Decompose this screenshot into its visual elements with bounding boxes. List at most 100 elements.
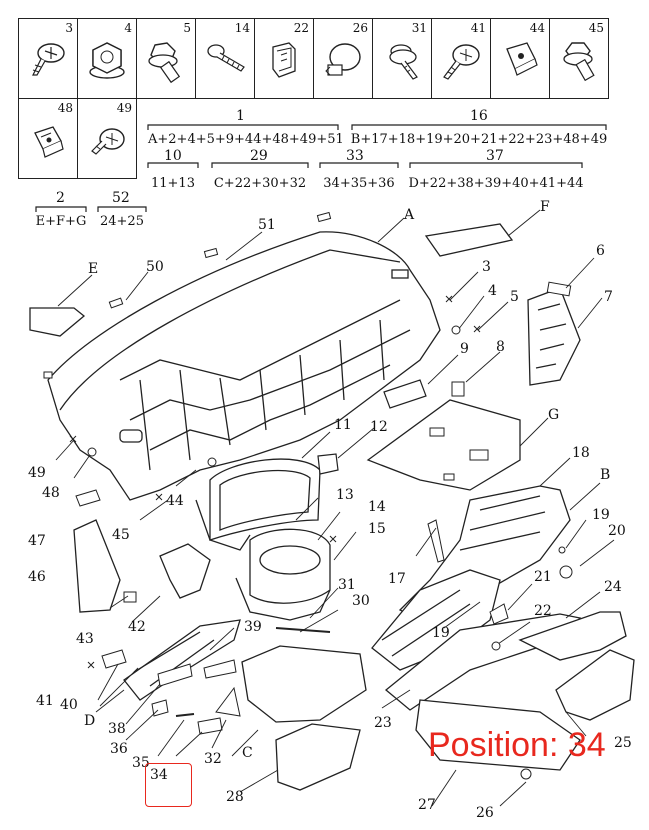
label-8: 8 <box>496 339 505 355</box>
hw-number: 5 <box>183 21 191 35</box>
part-46-shape[interactable] <box>73 519 121 613</box>
label-21: 21 <box>534 569 552 585</box>
label-19a: 19 <box>592 507 610 523</box>
part-25-shape[interactable] <box>555 649 635 721</box>
hw-number: 4 <box>124 21 132 35</box>
part-28-shape[interactable] <box>275 723 361 791</box>
part-f-shape[interactable] <box>424 223 514 257</box>
label-9: 9 <box>460 341 469 357</box>
label-12: 12 <box>370 419 388 435</box>
label-3: 3 <box>482 259 491 275</box>
hw-cell-3[interactable]: 3 <box>18 18 78 99</box>
label-13: 13 <box>336 487 354 503</box>
label-F: F <box>540 199 550 215</box>
hw-cell-4[interactable]: 4 <box>77 18 137 99</box>
part-34-shape[interactable] <box>197 717 223 735</box>
part-41-shape[interactable] <box>101 649 127 669</box>
part-35-shape[interactable] <box>175 713 195 717</box>
u-nut-clip-icon <box>506 42 538 76</box>
label-26: 26 <box>476 805 494 821</box>
dashboard-tabs <box>43 211 332 379</box>
hw-cell-22[interactable]: 22 <box>254 18 314 99</box>
column-shroud[interactable] <box>235 528 331 621</box>
part-43-shape[interactable] <box>123 591 137 603</box>
part-20-shape[interactable] <box>559 565 573 579</box>
formula-29-num: 29 <box>250 148 268 164</box>
hex-bolt-icon <box>148 42 181 84</box>
dashboard-carrier[interactable] <box>47 231 441 501</box>
hw-cell-41[interactable]: 41 <box>431 18 491 99</box>
label-G: G <box>548 407 560 423</box>
hw-number: 48 <box>57 101 73 115</box>
formula-1-text: A+2+4+5+9+44+48+49+51 <box>148 132 344 147</box>
formula-52-num: 52 <box>112 190 130 206</box>
hw-number: 14 <box>234 21 250 35</box>
part-17-shape[interactable] <box>427 519 445 563</box>
formula-33-num: 33 <box>346 148 364 164</box>
formula-10-num: 10 <box>164 148 182 164</box>
label-39: 39 <box>244 619 262 635</box>
clip-icon <box>272 42 296 78</box>
label-4: 4 <box>488 283 497 299</box>
part-38-shape[interactable] <box>157 663 193 687</box>
tapping-screw-icon <box>207 44 245 72</box>
label-20: 20 <box>608 523 626 539</box>
panel-g-holes <box>429 427 489 481</box>
label-45: 45 <box>112 527 130 543</box>
part-c-shape[interactable] <box>241 645 367 723</box>
label-36: 36 <box>110 741 128 757</box>
part-8-shape[interactable] <box>451 381 465 397</box>
part-e-shape[interactable] <box>29 307 86 337</box>
formula-29-text: C+22+30+32 <box>213 176 307 191</box>
label-41: 41 <box>36 693 54 709</box>
right-bracket[interactable] <box>527 287 581 386</box>
part-27-shape[interactable] <box>415 699 581 771</box>
hex-washer-bolt-icon <box>563 42 595 82</box>
label-48: 48 <box>42 485 60 501</box>
hw-number: 41 <box>470 21 486 35</box>
pan-screw-icon <box>32 43 65 76</box>
hw-number: 44 <box>529 21 545 35</box>
part-6-shape[interactable] <box>546 281 572 297</box>
formula-16-text: B+17+18+19+20+21+22+23+48+49 <box>350 132 608 147</box>
hw-number: 26 <box>352 21 368 35</box>
formula-33-text: 34+35+36 <box>323 176 395 191</box>
label-24: 24 <box>604 579 622 595</box>
part-42-shape[interactable] <box>159 543 211 599</box>
hw-cell-45[interactable]: 45 <box>549 18 609 99</box>
washer-screw-icon <box>389 44 418 80</box>
hw-cell-26[interactable]: 26 <box>313 18 373 99</box>
position-indicator: Position: 34 <box>428 726 606 764</box>
part-19a-shape[interactable] <box>558 546 566 554</box>
part-32-shape[interactable] <box>215 686 241 717</box>
lower-dash-b[interactable] <box>371 485 571 671</box>
hw-cell-49[interactable]: 49 <box>77 98 137 179</box>
part-39-shape[interactable] <box>203 659 237 679</box>
label-18: 18 <box>572 445 590 461</box>
part-9-shape[interactable] <box>383 379 427 409</box>
hw-cell-48[interactable]: 48 <box>18 98 78 179</box>
part-21-shape[interactable] <box>489 603 509 625</box>
spring-clip-icon <box>34 126 64 158</box>
formula-2-num: 2 <box>56 190 65 206</box>
part-26-shape[interactable] <box>520 768 532 780</box>
formula-16-num: 16 <box>470 108 488 124</box>
label-47: 47 <box>28 533 46 549</box>
label-46: 46 <box>28 569 46 585</box>
label-22: 22 <box>534 603 552 619</box>
label-30: 30 <box>352 593 370 609</box>
hw-number: 31 <box>411 21 427 35</box>
trim-screw-icon <box>91 128 125 155</box>
position-highlight-box[interactable] <box>145 763 192 807</box>
label-11: 11 <box>334 417 352 433</box>
part-g-shape[interactable] <box>366 399 521 491</box>
label-17: 17 <box>388 571 406 587</box>
label-6: 6 <box>596 243 605 259</box>
part-47-shape[interactable] <box>75 489 101 507</box>
hw-cell-14[interactable]: 14 <box>195 18 255 99</box>
label-14: 14 <box>368 499 386 515</box>
hw-cell-31[interactable]: 31 <box>372 18 432 99</box>
instrument-cluster[interactable] <box>195 458 321 551</box>
label-7: 7 <box>604 289 613 305</box>
part-12-shape[interactable] <box>317 453 339 475</box>
